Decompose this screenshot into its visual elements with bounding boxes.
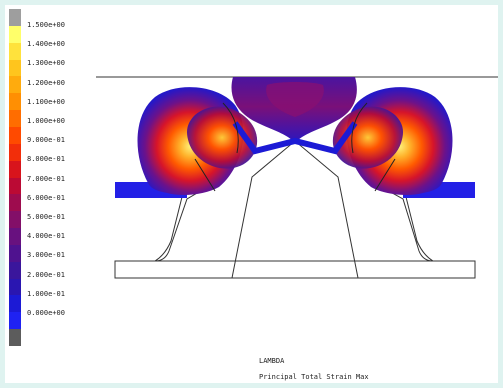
color-legend-labels: 1.500e+00 1.400e+00 1.300e+00 1.200e+00 1.10… xyxy=(27,9,117,339)
legend-tick-label: 3.000e-01 xyxy=(27,251,65,260)
fe-model-plot xyxy=(96,76,498,279)
legend-swatch xyxy=(9,295,21,313)
legend-tick-label: 9.000e-01 xyxy=(27,136,65,145)
legend-swatch xyxy=(9,59,21,77)
legend-swatch xyxy=(9,110,21,128)
legend-swatch xyxy=(9,261,21,280)
right-mesh-line xyxy=(351,102,368,154)
legend-swatch xyxy=(9,25,21,44)
legend-tick-label: 6.000e-01 xyxy=(27,193,65,202)
contact-rim xyxy=(232,121,358,155)
legend-swatch xyxy=(9,244,21,263)
right-inner-lobe xyxy=(332,106,403,169)
legend-swatch xyxy=(9,143,21,162)
viewport-panel: 1.500e+00 1.400e+00 1.300e+00 1.200e+00 1.10… xyxy=(5,5,498,383)
legend-tick-label: 2.000e-01 xyxy=(27,270,65,279)
color-legend-bar xyxy=(9,9,21,347)
legend-tick-label: 5.000e-01 xyxy=(27,213,65,221)
caption-lambda: LAMBDA xyxy=(259,357,285,365)
legend-swatch xyxy=(9,42,21,61)
left-mesh-line xyxy=(222,102,239,154)
caption-title: Principal Total Strain Max xyxy=(259,373,369,381)
legend-tick-label: 8.000e-01 xyxy=(27,155,65,164)
legend-swatch xyxy=(9,126,21,145)
right-die-line xyxy=(374,158,396,192)
legend-tick-label: 1.500e+00 xyxy=(27,21,65,29)
left-support-outline xyxy=(115,188,206,262)
legend-tick-label: 0.000e+00 xyxy=(27,309,65,317)
legend-tick-label: 1.000e+00 xyxy=(27,117,65,125)
legend-swatch xyxy=(9,329,21,347)
legend-swatch xyxy=(9,312,21,330)
base-plate-outline xyxy=(114,260,476,279)
legend-tick-label: 7.000e-01 xyxy=(27,174,65,183)
legend-tick-label: 4.000e-01 xyxy=(27,232,65,241)
left-inner-lobe xyxy=(187,106,258,169)
legend-tick-label: 1.100e+00 xyxy=(27,97,65,106)
legend-swatch xyxy=(9,76,21,94)
legend-swatch xyxy=(9,9,21,27)
legend-tick-label: 1.000e-01 xyxy=(27,289,65,298)
right-support-outline xyxy=(383,188,475,262)
legend-swatch xyxy=(9,177,21,195)
legend-tick-label: 1.200e+00 xyxy=(27,78,65,87)
left-die-line xyxy=(194,158,216,192)
legend-swatch xyxy=(9,194,21,212)
legend-swatch xyxy=(9,211,21,229)
legend-tick-label: 1.400e+00 xyxy=(27,40,65,49)
legend-swatch xyxy=(9,93,21,111)
legend-swatch xyxy=(9,228,21,246)
center-die-outline xyxy=(231,140,359,279)
legend-swatch xyxy=(9,160,21,178)
legend-swatch xyxy=(9,278,21,296)
top-cap-core xyxy=(266,82,324,117)
legend-tick-label: 1.300e+00 xyxy=(27,59,65,68)
